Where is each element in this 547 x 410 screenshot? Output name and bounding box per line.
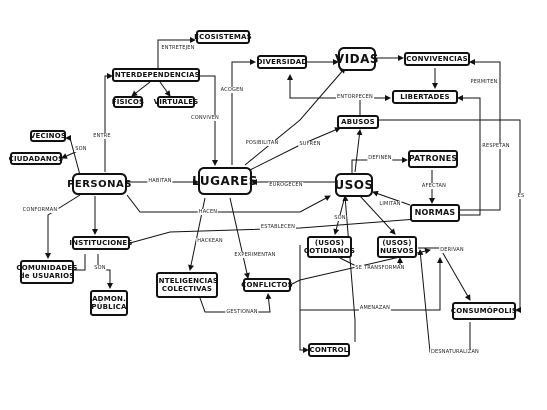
node-ciudadanos: CIUDADANOS [9, 152, 63, 165]
edge-entretejen [157, 37, 196, 70]
edge-usos-nuevos [359, 195, 396, 235]
node-diversidad: DIVERSIDAD [257, 55, 307, 69]
node-comunidades: COMUNIDADES de USUARIOS [16, 260, 77, 284]
label-afectan: AFECTAN [420, 183, 448, 189]
label-conforman: CONFORMAN [21, 207, 59, 213]
label-amenazan: AMENAZAN [358, 305, 392, 311]
label-son-2: SON [333, 215, 347, 221]
label-limitan: LIMITAN [378, 201, 402, 207]
node-admon: ADMON. PÚBLICA [90, 290, 128, 316]
node-instituciones: INSTITUCIONES [69, 236, 132, 250]
edge-experimentan [229, 197, 250, 279]
label-entretejen: ENTRETEJEN [160, 45, 196, 51]
node-control: CONTROL [308, 343, 350, 357]
edge-conforman [45, 194, 81, 259]
edge-derivan [418, 247, 471, 301]
node-inteligencias: INTELIGENCIAS COLECTIVAS [156, 272, 218, 298]
label-se-transforman: SE TRANSFORMAN [354, 265, 406, 271]
edge-interdep-lugares [200, 75, 218, 166]
edge-conflictos-derivan [289, 248, 431, 286]
label-posibilitan: POSIBILITAN [244, 140, 280, 146]
node-nuevos: (USOS) NUEVOS [377, 236, 417, 258]
label-establecen: ESTABLECEN [259, 224, 297, 230]
node-conflictos: CONFLICTOS [241, 278, 293, 292]
edge-entorpecen [287, 74, 361, 115]
edge-respetan [457, 95, 481, 216]
label-entre: ENTRE [92, 133, 112, 139]
node-vecinos: VECINOS [29, 130, 67, 142]
label-experimentan: EXPERIMENTAN [233, 252, 277, 258]
node-vidas: VIDAS [335, 47, 379, 71]
label-son-3: SON [93, 265, 107, 271]
edge-desnaturalizan [417, 249, 471, 353]
node-consumopolis: CONSUMÓPOLIS [451, 302, 517, 320]
edge-es [378, 119, 521, 313]
label-entorpecen: ENTORPECEN [336, 94, 374, 100]
node-fisicos: FÍSICOS [111, 96, 145, 108]
label-definen: DEFINEN [367, 155, 393, 161]
edge-personas-vecinos [65, 135, 81, 176]
label-hacen: HACEN [197, 209, 219, 215]
edge-amenazan [299, 245, 309, 353]
node-convivencias: CONVIVENCIAS [404, 52, 470, 66]
label-respetan: RESPETAN [481, 143, 511, 149]
node-interdependencias: INTERDEPENDENCIAS [112, 68, 200, 82]
edge-establecen [129, 215, 431, 244]
label-hackean: HACKEAN [196, 238, 224, 244]
node-usos: USOS [334, 173, 373, 197]
edge-usos-abusos [354, 129, 363, 173]
label-son-1: SON [74, 146, 88, 152]
edge-instituciones-admon [97, 254, 113, 289]
node-personas: PERSONAS [67, 173, 131, 195]
label-sufren: SUFREN [298, 141, 322, 147]
edge-sufren [249, 127, 341, 171]
label-permiten: PERMITEN [469, 79, 499, 85]
node-ecosistemas: ECOSISTEMAS [194, 30, 252, 44]
node-normas: NORMAS [410, 204, 460, 222]
label-desnaturalizan: DESNATURALIZAN [429, 349, 481, 355]
node-cotidianos: (USOS) COTIDIANOS [304, 236, 355, 258]
node-patrones: PATRONES [408, 150, 458, 168]
label-derivan: DERIVAN [439, 247, 465, 253]
label-eurogecen: EUROGECEN [268, 182, 304, 188]
label-acogen: ACOGEN [219, 87, 245, 93]
edge-limitan [372, 190, 411, 206]
node-lugares: LUGARES [192, 167, 257, 195]
label-habitan: HABITAN [147, 178, 173, 184]
edge-posibilitan [244, 67, 346, 166]
edge-interdep-virtuales [159, 81, 171, 97]
edge-amenazan-2 [300, 257, 443, 311]
node-virtuales: VIRTUALES [153, 96, 199, 108]
label-gestionan: GESTIONAN [225, 309, 259, 315]
node-abusos: ABUSOS [337, 115, 379, 129]
edge-hacen [126, 194, 331, 213]
edge-personas-interdependencias [104, 73, 113, 172]
label-es: ES [516, 193, 526, 199]
edge-interdep-fisicos [131, 81, 151, 97]
label-conviven: CONVIVEN [190, 115, 220, 121]
node-libertades: LIBERTADES [392, 90, 458, 104]
edge-acogen [231, 59, 256, 165]
